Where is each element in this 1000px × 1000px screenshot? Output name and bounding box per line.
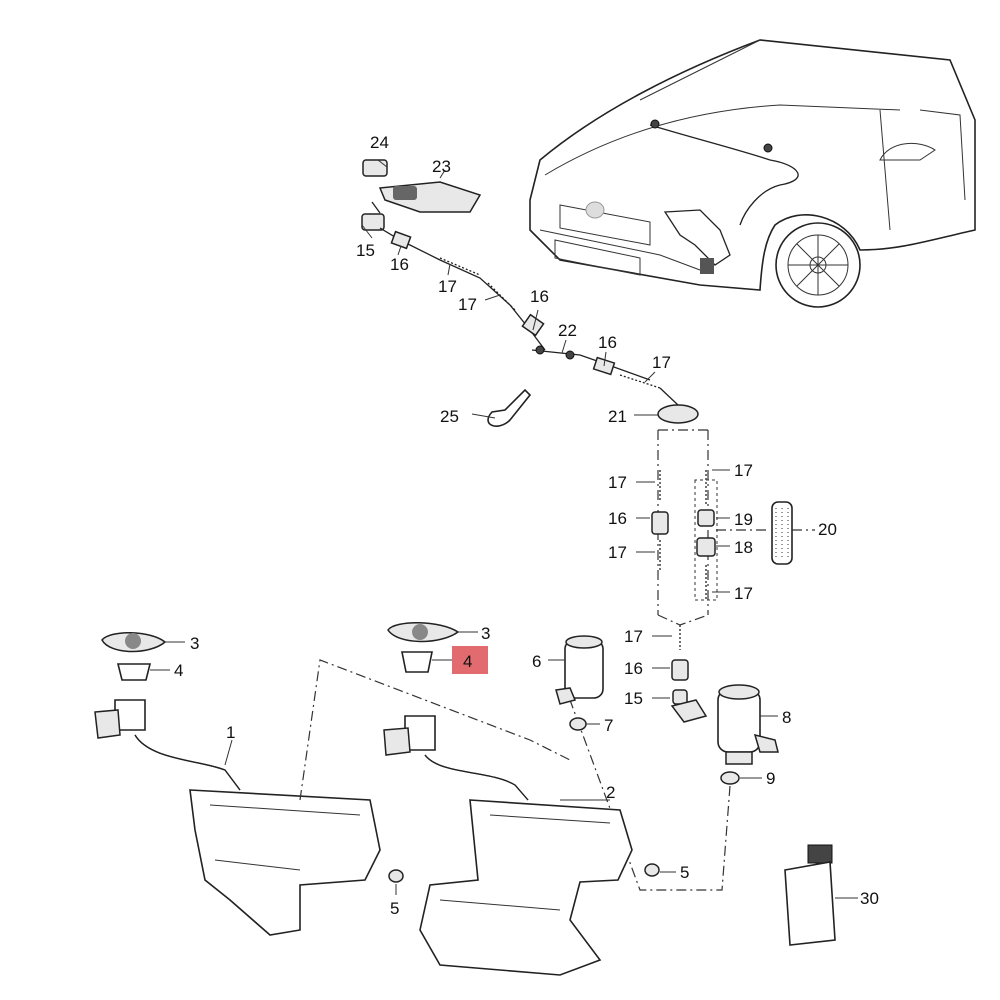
label-4-highlighted: 4 (463, 652, 472, 671)
label-3: 3 (190, 634, 199, 653)
label-19: 19 (734, 510, 753, 529)
reservoir-1 (94, 632, 571, 936)
label-18: 18 (734, 538, 753, 557)
part-labels: 24 23 15 16 17 17 16 22 16 17 25 21 17 1… (174, 133, 879, 918)
label-23: 23 (432, 157, 451, 176)
label-16: 16 (608, 509, 627, 528)
label-16: 16 (530, 287, 549, 306)
label-21: 21 (608, 407, 627, 426)
clip-25 (487, 388, 532, 427)
joint-16-a (390, 230, 412, 250)
label-17: 17 (624, 627, 643, 646)
upper-hose-assembly (361, 159, 699, 427)
vertical-hose-section (636, 429, 815, 626)
valve-19 (697, 509, 715, 527)
label-20: 20 (818, 520, 837, 539)
label-16: 16 (598, 333, 617, 352)
label-17: 17 (734, 461, 753, 480)
label-17: 17 (734, 584, 753, 603)
label-22: 22 (558, 321, 577, 340)
nut-5-right (644, 863, 660, 877)
label-5: 5 (680, 863, 689, 882)
seal-4-left (116, 663, 152, 681)
grommet-7 (569, 717, 587, 731)
label-2: 2 (606, 783, 615, 802)
grommet-21 (657, 404, 699, 424)
label-15: 15 (356, 241, 375, 260)
label-9: 9 (766, 769, 775, 788)
highlighted-part-4[interactable]: 4 (452, 646, 488, 674)
label-7: 7 (604, 716, 613, 735)
joint-16-d (651, 511, 669, 535)
nut-5-left (388, 869, 404, 883)
vehicle-illustration (529, 39, 976, 308)
label-30: 30 (860, 889, 879, 908)
label-17: 17 (652, 353, 671, 372)
label-4: 4 (174, 661, 183, 680)
label-15: 15 (624, 689, 643, 708)
valve-18 (696, 537, 716, 557)
label-16: 16 (390, 255, 409, 274)
label-1: 1 (226, 723, 235, 742)
label-5: 5 (390, 899, 399, 918)
connector-15-lower (672, 689, 688, 705)
label-17: 17 (608, 543, 627, 562)
joint-16-b (521, 313, 545, 337)
fluid-bottle-30 (784, 844, 858, 946)
label-17: 17 (438, 277, 457, 296)
label-25: 25 (440, 407, 459, 426)
label-17: 17 (608, 473, 627, 492)
grommet-9 (720, 771, 740, 785)
label-6: 6 (532, 652, 541, 671)
connector-15-upper (361, 213, 385, 231)
connector-24 (362, 159, 388, 177)
seal-4-right (401, 651, 433, 673)
label-17: 17 (458, 295, 477, 314)
lower-pump-section (548, 625, 779, 891)
label-16: 16 (624, 659, 643, 678)
label-24: 24 (370, 133, 389, 152)
reservoir-2 (383, 622, 676, 976)
label-3: 3 (481, 624, 490, 643)
label-8: 8 (782, 708, 791, 727)
joint-16-e (671, 659, 689, 681)
